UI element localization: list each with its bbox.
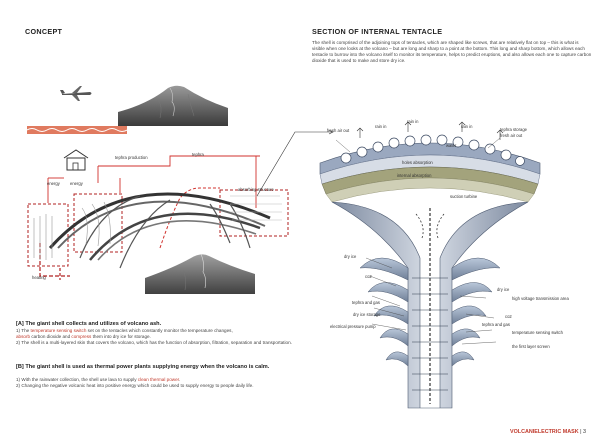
house-icon — [63, 149, 89, 171]
label-rain-in-1: rain in — [375, 124, 387, 129]
label-tephra-storage: tephra storage — [500, 127, 528, 132]
note-b-1-highlight: clean thermal power — [137, 377, 179, 382]
volcano-bottom-image — [145, 253, 255, 294]
note-a-2-highlight-1: absorb — [16, 334, 31, 339]
page-footer: VOLCANIELECTRIC MASK | 3 — [510, 429, 586, 435]
label-electrical-pressure-pump: electrical pressure pump — [330, 324, 376, 329]
note-a-3: 2) The shell is a multi-layered skin tha… — [16, 340, 292, 345]
concept-diagram — [27, 149, 289, 280]
label-tephra-and-gas-2: tephra and gas — [482, 322, 510, 327]
label-energy-2: energy — [70, 181, 83, 186]
note-a-1-post: set on the tentacles which constantly mo… — [86, 328, 233, 333]
label-dry-ice-storage: dry ice storage — [353, 312, 381, 317]
label-rain-in-2: rain in — [407, 119, 419, 124]
note-b-1-post: . — [178, 377, 181, 382]
footer-brand: VOLCANIELECTRIC MASK — [510, 429, 579, 435]
label-temperature-sensing-switch: temperature sensing switch — [512, 330, 563, 335]
note-b-1-pre: 1) With the rainwater collection, the sh… — [16, 377, 138, 382]
airplane-icon — [60, 86, 92, 101]
label-energy-1: energy — [47, 181, 60, 186]
label-suction-turbine: suction turbine — [450, 194, 478, 199]
note-b-title: [B] The giant shell is used as thermal p… — [16, 364, 270, 370]
section-title: SECTION OF INTERNAL TENTACLE — [312, 27, 443, 36]
note-b-body: 1) With the rainwater collection, the sh… — [16, 377, 301, 389]
label-water: water — [446, 143, 457, 148]
label-heating: heating — [32, 275, 46, 280]
label-tephra: tephra — [192, 152, 204, 157]
note-a-1-pre: 1) The — [16, 328, 31, 333]
label-internal-absorption: internal absorption — [397, 173, 432, 178]
label-tephra-and-gas: tephra and gas — [352, 300, 380, 305]
label-dry-ice-1: dry ice — [344, 254, 357, 259]
label-rain-in-3: rain in — [461, 124, 473, 129]
concept-title: CONCEPT — [25, 27, 63, 36]
label-fresh-air-out-2: fresh air out — [500, 133, 523, 138]
note-a-title: [A] The giant shell collects and utilize… — [16, 321, 162, 327]
label-high-voltage: high voltage transmission area — [512, 296, 569, 301]
label-fresh-air-out: fresh air out — [327, 128, 350, 133]
note-a-2-post: them into dry ice for storage. — [91, 334, 151, 339]
note-a-body: 1) The temperature sensing switch set on… — [16, 328, 301, 346]
section-description: The shell is comprised of the adjoining … — [312, 40, 592, 63]
label-holes-absorption: holes absorption — [402, 160, 433, 165]
volcano-top-image — [118, 85, 228, 126]
note-a-2-mid: carbon dioxide and — [30, 334, 72, 339]
label-tephra-production: tephra production — [115, 155, 148, 160]
note-a-1-highlight: temperature sensing switch — [30, 328, 87, 333]
connector-line — [256, 130, 334, 197]
label-dry-ice-2: dry ice — [497, 287, 510, 292]
label-co2-2: co2 — [505, 314, 512, 319]
label-absorbing-structure: absorbing structure — [238, 187, 274, 192]
note-b-2: 2) Changing the negative volcanic heat i… — [16, 383, 254, 388]
label-first-layer-screen: the first layer screen — [512, 344, 550, 349]
page-number: 3 — [583, 429, 586, 435]
lava-layer — [27, 126, 127, 134]
label-co2-1: co2 — [365, 274, 372, 279]
tentacle-section-diagram — [319, 121, 541, 409]
footer-separator: | — [580, 429, 582, 435]
note-a-2-highlight-2: compress — [71, 334, 92, 339]
